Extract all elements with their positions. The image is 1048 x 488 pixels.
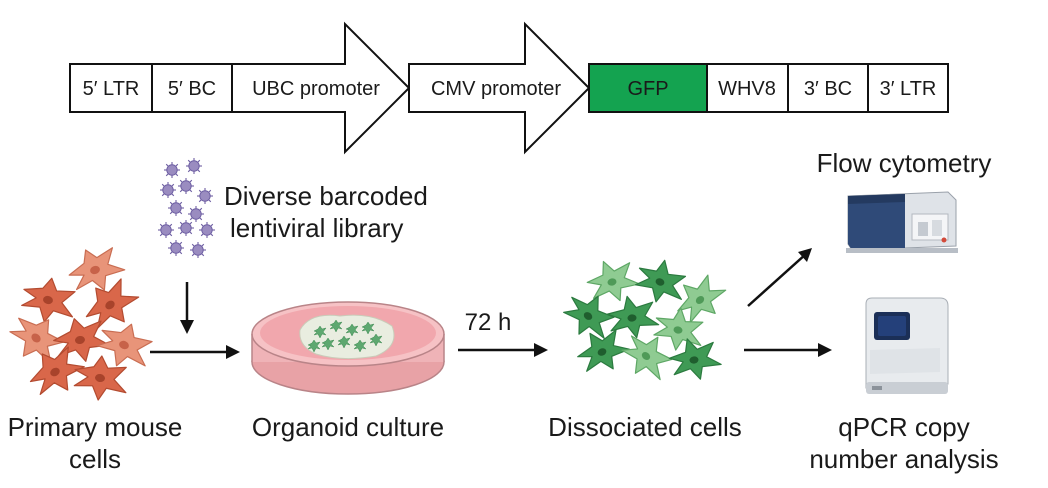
- organoid-dish-icon: [251, 301, 445, 395]
- segment-3-ltr: [867, 63, 949, 113]
- vector-construct: 5′ LTR 5′ BC UBC promoter CMV promoter G…: [69, 21, 949, 155]
- time-label: 72 h: [465, 309, 512, 336]
- library-label-line1: Diverse barcoded: [224, 181, 428, 211]
- segment-gfp-label: GFP: [627, 78, 668, 100]
- arrow-to-flow-icon: [747, 248, 812, 307]
- segment-3-ltr-label: 3′ LTR: [880, 78, 937, 100]
- cmv-promoter-arrow: [408, 21, 591, 155]
- ubc-promoter-label: UBC promoter: [252, 78, 380, 100]
- segment-whv8: [706, 63, 789, 113]
- segment-3-bc-label: 3′ BC: [804, 78, 852, 100]
- dissociated-label: Dissociated cells: [548, 412, 742, 442]
- virus-particles-icon: [157, 157, 216, 259]
- qpcr-label-line2: number analysis: [809, 444, 998, 474]
- organoid-label: Organoid culture: [252, 412, 444, 442]
- library-label-line2: lentiviral library: [230, 213, 403, 243]
- ubc-promoter-arrow: [231, 21, 411, 155]
- arrow-to-organoid-icon: [150, 345, 240, 359]
- down-arrow-icon: [180, 282, 194, 334]
- qpcr-label-line1: qPCR copy: [838, 412, 970, 442]
- flow-cytometer-icon: [846, 191, 958, 253]
- primary-label-line2: cells: [69, 444, 121, 474]
- primary-mouse-cells-icon: [1, 239, 160, 406]
- segment-gfp: [588, 63, 708, 113]
- segment-5-bc-label: 5′ BC: [168, 78, 216, 100]
- segment-5-bc: [151, 63, 233, 113]
- cmv-promoter-label: CMV promoter: [431, 78, 561, 100]
- segment-5-ltr-label: 5′ LTR: [83, 78, 140, 100]
- arrow-72h-icon: [458, 343, 548, 357]
- arrow-to-qpcr-icon: [744, 343, 832, 357]
- dissociated-cells-icon: [556, 252, 734, 389]
- flow-label: Flow cytometry: [817, 148, 992, 178]
- qpcr-machine-icon: [865, 297, 949, 394]
- segment-whv8-label: WHV8: [718, 78, 776, 100]
- primary-label-line1: Primary mouse: [8, 412, 183, 442]
- segment-5-ltr: [69, 63, 153, 113]
